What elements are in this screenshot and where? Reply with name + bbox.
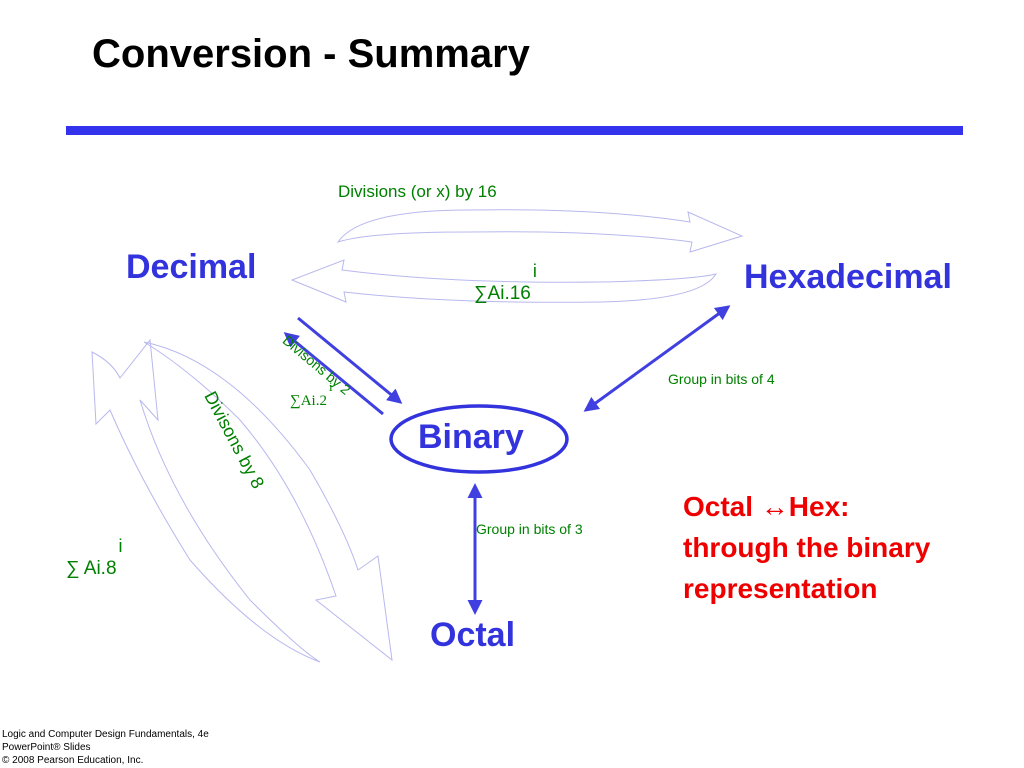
node-binary: Binary <box>418 418 524 456</box>
slide-title: Conversion - Summary <box>92 32 530 76</box>
label-sum-16: ∑Ai.16i <box>474 261 537 305</box>
slide-footer: Logic and Computer Design Fundamentals, … <box>2 728 209 767</box>
node-octal: Octal <box>430 616 516 654</box>
octal-hex-note: Octal ↔Hex: through the binary represent… <box>683 486 930 609</box>
sum-2-exponent: i <box>328 379 333 394</box>
arrow-binary-to-decimal <box>283 332 384 416</box>
label-sum-2: ∑Ai.2i <box>290 379 333 410</box>
label-group-bits-3: Group in bits of 3 <box>476 521 583 537</box>
arrow-binary-hexadecimal <box>583 305 731 412</box>
note-line-1: Octal ↔Hex: <box>683 491 850 522</box>
footer-line-1: Logic and Computer Design Fundamentals, … <box>2 729 209 740</box>
faint-curved-arrow-top <box>336 209 744 253</box>
node-decimal: Decimal <box>126 248 257 286</box>
label-sum-8: ∑ Ai.8i <box>66 536 123 580</box>
node-hexadecimal: Hexadecimal <box>744 258 952 296</box>
faint-curved-arrow-left-inner <box>143 341 393 662</box>
label-group-bits-4: Group in bits of 4 <box>668 371 775 387</box>
sum-16-exponent: i <box>532 261 537 281</box>
arrow-decimal-to-binary <box>297 316 403 404</box>
faint-curved-arrow-left-outer <box>91 338 321 663</box>
title-underline <box>66 126 963 135</box>
footer-line-3: © 2008 Pearson Education, Inc. <box>2 755 144 766</box>
binary-ellipse <box>389 404 569 474</box>
note-line-2: through the binary <box>683 532 931 563</box>
sum-8-base: ∑ Ai.8 <box>66 558 117 579</box>
sum-8-exponent: i <box>118 536 123 556</box>
faint-curved-arrow-bottom <box>290 259 718 303</box>
sum-2-base: ∑Ai.2 <box>290 393 327 409</box>
footer-line-2: PowerPoint® Slides <box>2 742 91 753</box>
label-divisions-by-16: Divisions (or x) by 16 <box>338 182 497 201</box>
sum-16-base: ∑Ai.16 <box>474 283 531 304</box>
note-line-3: representation <box>683 573 878 604</box>
